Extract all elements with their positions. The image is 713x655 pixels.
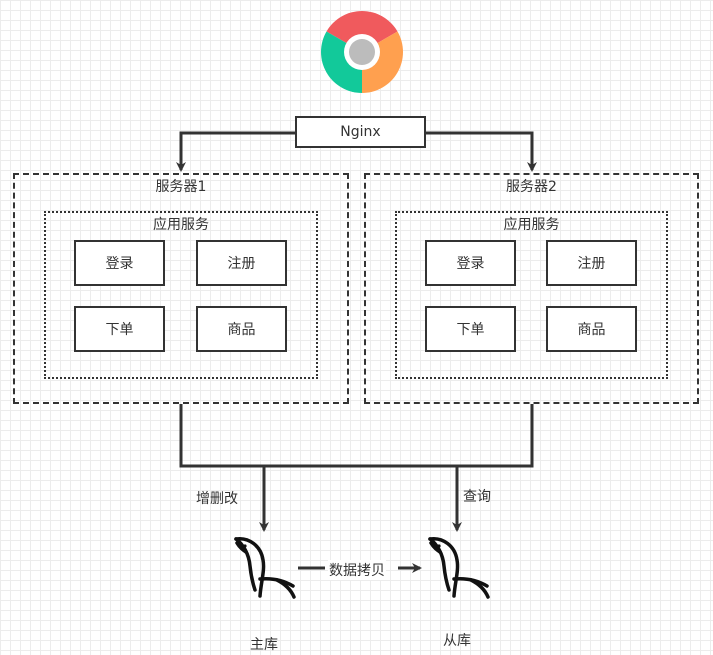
module-label: 登录: [456, 256, 485, 272]
server-1-app-container: [44, 211, 318, 379]
module-label: 下单: [456, 322, 485, 338]
server-1-module-order: 下单: [74, 306, 165, 352]
module-label: 登录: [105, 256, 134, 272]
server-1-module-register: 注册: [196, 240, 287, 286]
server-2-module-login: 登录: [425, 240, 516, 286]
module-label: 注册: [227, 256, 256, 272]
server-1-container: [13, 173, 349, 404]
module-label: 商品: [227, 322, 256, 338]
write-edge-label: 增删改: [196, 491, 238, 507]
module-label: 商品: [577, 322, 606, 338]
read-edge-label: 查询: [463, 489, 491, 505]
server-2-container: [364, 173, 699, 404]
module-label: 下单: [105, 322, 134, 338]
server-2-module-product: 商品: [546, 306, 637, 352]
replication-edge-label: 数据拷贝: [328, 560, 386, 580]
master-db-label: 主库: [250, 637, 278, 653]
server-1-module-login: 登录: [74, 240, 165, 286]
server-2-module-register: 注册: [546, 240, 637, 286]
slave-mysql-dolphin-icon: [425, 534, 495, 600]
nginx-box: Nginx: [295, 116, 426, 148]
server-2-app-container: [395, 211, 668, 379]
server-2-app-title: 应用服务: [503, 217, 560, 233]
nginx-label: Nginx: [340, 124, 381, 140]
server-1-module-product: 商品: [196, 306, 287, 352]
master-mysql-dolphin-icon: [231, 534, 301, 600]
server-2-title: 服务器2: [506, 179, 557, 195]
slave-db-label: 从库: [443, 633, 471, 649]
module-label: 注册: [577, 256, 606, 272]
server-2-module-order: 下单: [425, 306, 516, 352]
server-1-title: 服务器1: [155, 179, 207, 195]
server-1-app-title: 应用服务: [153, 217, 209, 233]
chrome-icon: [320, 10, 404, 94]
